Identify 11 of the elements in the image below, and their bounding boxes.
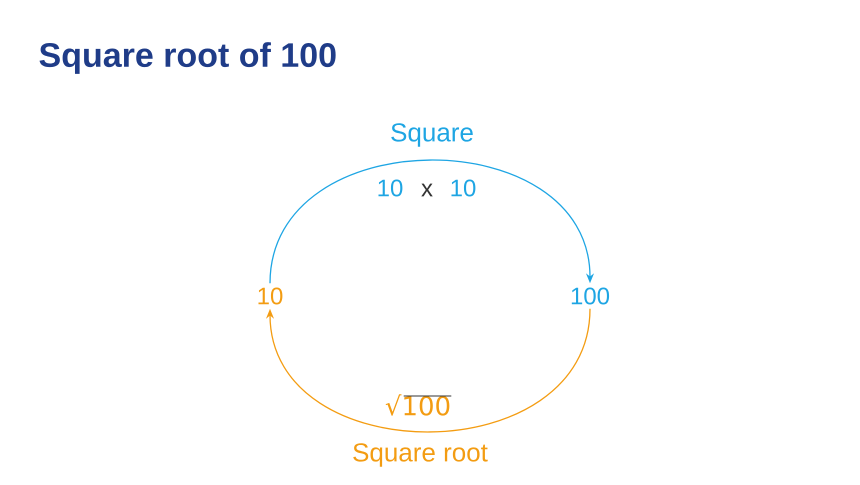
number-label: 10 — [452, 180, 476, 196]
title: Square root of 100 — [40, 42, 336, 74]
number-label: 10 — [378, 180, 402, 196]
number-label: 10 — [258, 288, 282, 304]
number-label: 100 — [572, 288, 610, 304]
arrow — [269, 159, 594, 284]
multiply-sign: x — [421, 184, 433, 196]
edge-label: Square root — [353, 443, 488, 467]
square-root-expression: √100 — [386, 394, 452, 416]
edge-label: Square — [391, 123, 473, 147]
arrow — [266, 308, 591, 433]
